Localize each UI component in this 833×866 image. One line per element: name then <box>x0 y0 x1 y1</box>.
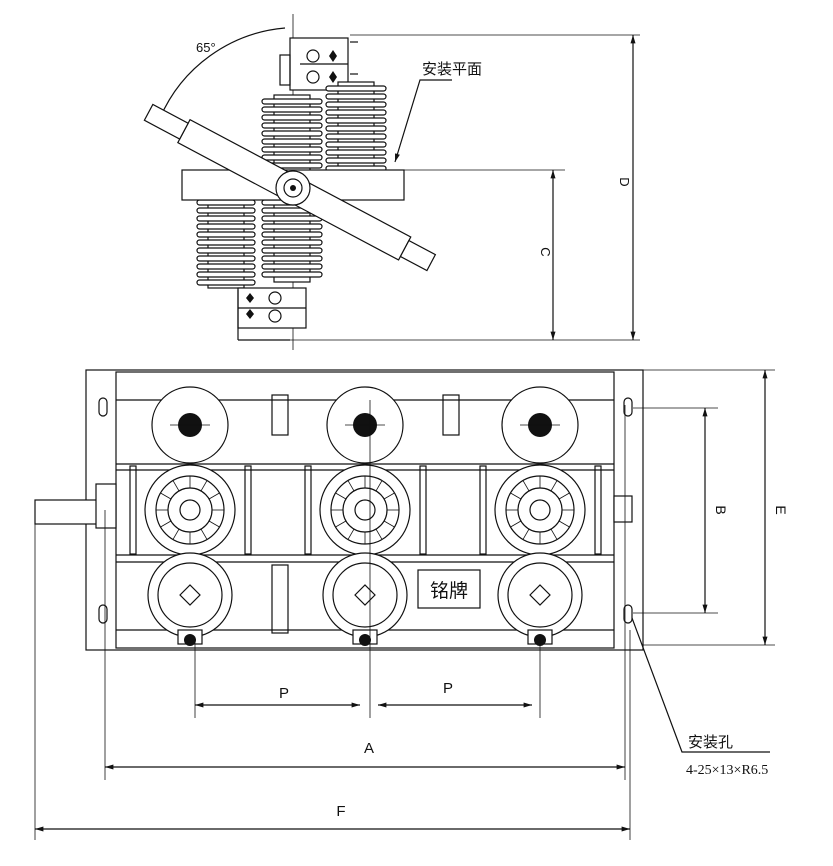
insulator <box>261 94 323 173</box>
dim-d-label: D <box>617 177 632 186</box>
dim-p1-label: P <box>279 685 289 702</box>
nameplate <box>417 569 481 609</box>
dim-e-label: E <box>773 505 789 514</box>
nameplate-label: 铭牌 <box>430 580 468 602</box>
angle-label: 65° <box>196 40 216 55</box>
rotation-arc <box>159 27 286 119</box>
pole <box>304 386 427 646</box>
mounting-plane-label: 安装平面 <box>422 60 482 78</box>
mounting-hole-label: 安装孔 <box>688 733 733 751</box>
mounting-hole-spec: 4-25×13×R6.5 <box>686 763 768 778</box>
dim-a-label: A <box>364 740 374 757</box>
pole <box>479 386 602 646</box>
mounting-plane-leader <box>394 79 452 163</box>
dim-p2-label: P <box>443 680 453 697</box>
pole <box>129 386 252 646</box>
dim-c-label: C <box>538 247 553 256</box>
poles <box>129 386 602 646</box>
insulator <box>325 81 387 173</box>
front-view: 铭牌 B E P P A F 安装孔 4-25×13×R6.5 <box>34 369 789 840</box>
side-view: 65° D C 安装平面 <box>143 14 640 350</box>
mounting-holes <box>98 397 633 624</box>
dim-b-label: B <box>713 505 729 514</box>
mounting-hole-leader <box>631 617 770 753</box>
insulator <box>196 195 256 289</box>
dim-f-label: F <box>336 803 345 820</box>
drive-shaft <box>34 499 106 525</box>
